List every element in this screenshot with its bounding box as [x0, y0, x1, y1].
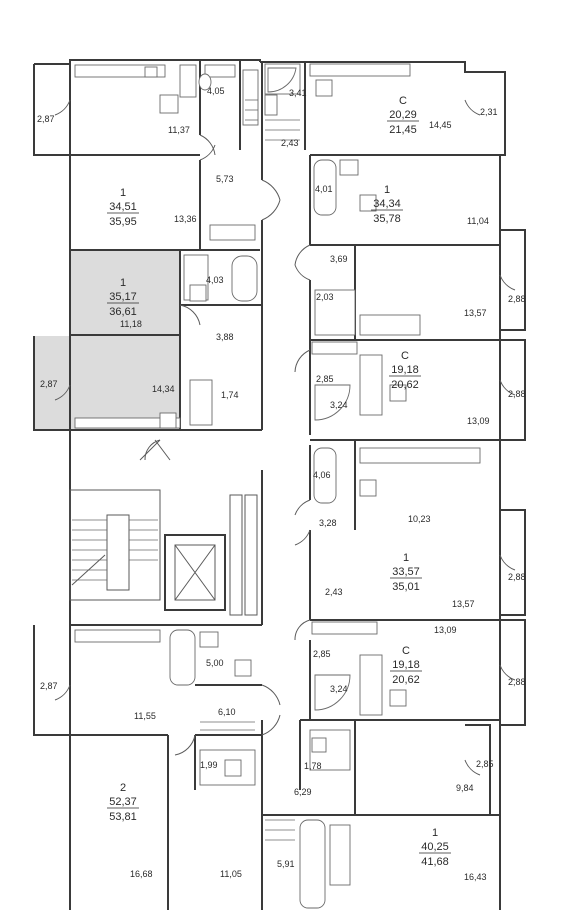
room-area: 11,18 [120, 319, 142, 329]
room-area: 10,23 [408, 514, 431, 524]
unit-total-area: 35,78 [373, 213, 401, 225]
room-area: 9,84 [456, 783, 474, 793]
unit-rooms: C [401, 350, 409, 362]
unit-total-area: 35,01 [392, 581, 420, 593]
room-area: 6,10 [218, 707, 236, 717]
room-area: 4,03 [206, 275, 224, 285]
room-area: 2,88 [508, 572, 526, 582]
room-area: 13,57 [464, 308, 487, 318]
room-area: 4,05 [207, 86, 225, 96]
room-area: 2,87 [40, 681, 58, 691]
room-area: 5,91 [277, 859, 295, 869]
room-area: 13,09 [434, 625, 457, 635]
outer-walls [33, 59, 526, 910]
unit-rooms: C [399, 95, 407, 107]
room-area: 2,85 [313, 649, 331, 659]
room-area: 13,57 [452, 599, 475, 609]
unit-rooms: 2 [120, 782, 126, 794]
watermark-text: ONREALT [426, 30, 503, 47]
room-area: 2,43 [325, 587, 343, 597]
room-area: 11,37 [168, 125, 190, 135]
unit-rooms: 1 [120, 187, 126, 199]
room-area: 4,06 [313, 470, 331, 480]
door-swings [54, 99, 516, 776]
unit-living-area: 19,18 [391, 364, 419, 376]
room-area: 2,88 [508, 677, 526, 687]
unit-living-area: 34,51 [109, 201, 137, 213]
room-area: 13,09 [467, 416, 490, 426]
unit-total-area: 21,45 [389, 124, 417, 136]
unit-total-area: 53,81 [109, 811, 137, 823]
room-area: 5,00 [206, 658, 224, 668]
room-area: 2,85 [316, 374, 334, 384]
room-area: 16,68 [130, 869, 153, 879]
unit-living-area: 35,17 [109, 291, 137, 303]
unit-rooms: 1 [403, 552, 409, 564]
room-area: 3,41 [289, 88, 307, 98]
left-walls [70, 60, 263, 910]
unit-living-area: 33,57 [392, 566, 420, 578]
room-area: 2,87 [40, 379, 58, 389]
unit-living-area: 40,25 [421, 841, 449, 853]
labels: 134,5135,95135,1736,61C20,2921,45134,343… [37, 86, 526, 882]
house-logo-icon [399, 20, 421, 46]
room-area: 16,43 [464, 872, 487, 882]
room-area: 3,28 [319, 518, 337, 528]
room-area: 5,73 [216, 174, 234, 184]
watermark: ONREALT [399, 20, 503, 47]
room-area: 11,05 [220, 869, 242, 879]
room-area: 1,99 [200, 760, 218, 770]
unit-total-area: 36,61 [109, 306, 137, 318]
unit-living-area: 34,34 [373, 198, 401, 210]
unit-total-area: 41,68 [421, 856, 449, 868]
room-area: 2,31 [480, 107, 498, 117]
unit-rooms: 1 [120, 277, 126, 289]
stair-core [69, 439, 258, 616]
room-area: 11,04 [467, 216, 489, 226]
room-area: 13,36 [174, 214, 197, 224]
room-area: 3,24 [330, 684, 348, 694]
room-area: 1,74 [221, 390, 239, 400]
room-area: 2,87 [37, 114, 55, 124]
room-area: 2,03 [316, 292, 334, 302]
unit-total-area: 20,62 [391, 379, 419, 391]
highlighted-apartment[interactable] [34, 250, 180, 430]
room-area: 14,34 [152, 384, 175, 394]
room-area: 6,29 [294, 787, 312, 797]
room-area: 3,24 [330, 400, 348, 410]
room-area: 2,43 [281, 138, 299, 148]
unit-living-area: 20,29 [389, 109, 417, 121]
room-area: 3,69 [330, 254, 348, 264]
room-area: 2,88 [508, 294, 526, 304]
room-area: 11,55 [134, 711, 156, 721]
room-area: 3,88 [216, 332, 234, 342]
unit-rooms: 1 [384, 184, 390, 196]
unit-rooms: 1 [432, 827, 438, 839]
room-area: 1,78 [304, 761, 322, 771]
unit-rooms: C [402, 645, 410, 657]
fixtures [74, 63, 481, 909]
room-area: 2,85 [476, 759, 494, 769]
room-area: 2,88 [508, 389, 526, 399]
room-area: 4,01 [315, 184, 333, 194]
unit-total-area: 20,62 [392, 674, 420, 686]
unit-living-area: 52,37 [109, 796, 137, 808]
unit-living-area: 19,18 [392, 659, 420, 671]
unit-total-area: 35,95 [109, 216, 137, 228]
room-area: 14,45 [429, 120, 452, 130]
